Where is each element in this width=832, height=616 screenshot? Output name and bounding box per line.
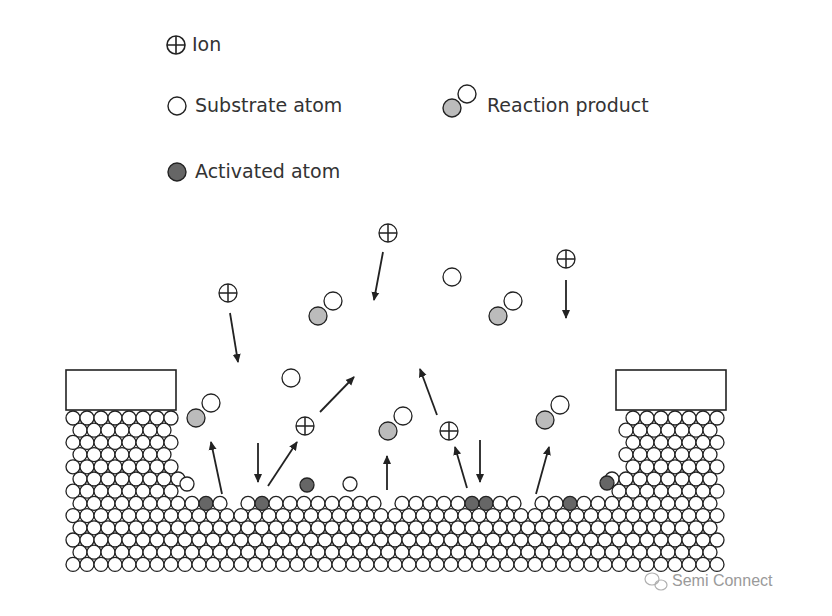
substrate-atom xyxy=(472,557,486,571)
motion-arrows xyxy=(211,252,566,494)
substrate-atom xyxy=(486,557,500,571)
ion xyxy=(557,250,575,268)
substrate-atom xyxy=(612,557,626,571)
substrate-atom xyxy=(584,557,598,571)
substrate-atom xyxy=(80,557,94,571)
substrate-atom xyxy=(290,557,304,571)
legend-label: Reaction product xyxy=(487,94,649,116)
substrate-atom xyxy=(164,557,178,571)
ion xyxy=(219,284,237,302)
ion-plus xyxy=(440,422,458,440)
substrate-atom xyxy=(304,557,318,571)
reaction-product-atom xyxy=(551,396,569,414)
substrate-atom xyxy=(710,557,724,571)
substrate-atom xyxy=(318,557,332,571)
activated-atom xyxy=(300,478,314,492)
reaction-product-atom xyxy=(394,407,412,425)
substrate-atom xyxy=(598,557,612,571)
legend-substrate-symbol xyxy=(168,97,186,115)
substrate-atom xyxy=(276,557,290,571)
substrate-atom xyxy=(178,557,192,571)
reaction-product-atom xyxy=(379,422,397,440)
substrate-atom xyxy=(136,557,150,571)
ion-plus xyxy=(296,417,314,435)
legend-product-symbol xyxy=(443,85,476,117)
substrate-atom xyxy=(556,557,570,571)
substrate-atom xyxy=(66,557,80,571)
substrate-atom xyxy=(94,557,108,571)
substrate-atom xyxy=(192,557,206,571)
substrate-atom xyxy=(458,557,472,571)
substrate-atom xyxy=(444,557,458,571)
substrate-atom xyxy=(570,557,584,571)
ion-plus xyxy=(379,224,397,242)
substrate-atom xyxy=(332,557,346,571)
substrate-atom xyxy=(696,557,710,571)
substrate-atom xyxy=(640,557,654,571)
reaction-product-atom xyxy=(504,292,522,310)
substrate-atom xyxy=(416,557,430,571)
substrate-atom xyxy=(150,557,164,571)
legend-activated-symbol xyxy=(168,163,186,181)
mask-block xyxy=(66,370,176,410)
substrate-atom xyxy=(626,557,640,571)
substrate-atom xyxy=(430,557,444,571)
substrate-atom xyxy=(500,557,514,571)
ion xyxy=(379,224,397,242)
mask-block xyxy=(616,370,726,410)
substrate-atom xyxy=(262,557,276,571)
substrate-atom xyxy=(122,557,136,571)
substrate-atom xyxy=(180,477,194,491)
substrate-atom xyxy=(374,557,388,571)
reaction-product-atom xyxy=(536,411,554,429)
reaction-product-atom xyxy=(324,292,342,310)
ion-plus xyxy=(557,250,575,268)
watermark: Semi Connect xyxy=(672,572,773,590)
legend-label: Ion xyxy=(192,33,221,55)
reaction-product-atom xyxy=(187,409,205,427)
plasma-particles xyxy=(187,224,575,440)
substrate-atom xyxy=(402,557,416,571)
substrate-atom xyxy=(346,557,360,571)
substrate-atom xyxy=(108,557,122,571)
substrate-lattice xyxy=(66,411,724,571)
substrate-atom xyxy=(234,557,248,571)
reaction-product-atom xyxy=(202,394,220,412)
free-substrate-atom xyxy=(443,268,461,286)
substrate-atom xyxy=(654,557,668,571)
substrate-atom xyxy=(343,477,357,491)
substrate-atom xyxy=(220,557,234,571)
substrate-atom xyxy=(542,557,556,571)
activated-atom xyxy=(600,476,614,490)
ion-plus xyxy=(219,284,237,302)
reaction-product-atom xyxy=(309,307,327,325)
ion xyxy=(440,422,458,440)
substrate-atom xyxy=(206,557,220,571)
watermark-icon xyxy=(645,573,667,590)
legend-ion-symbol xyxy=(167,36,185,54)
substrate-atom xyxy=(388,557,402,571)
legend-label: Activated atom xyxy=(195,160,340,182)
substrate-atom xyxy=(528,557,542,571)
substrate-atom xyxy=(514,557,528,571)
substrate-atom xyxy=(248,557,262,571)
free-substrate-atom xyxy=(282,369,300,387)
substrate-atom xyxy=(360,557,374,571)
legend-label: Substrate atom xyxy=(195,94,342,116)
ion xyxy=(296,417,314,435)
substrate-atom xyxy=(668,557,682,571)
substrate-atom xyxy=(682,557,696,571)
reaction-product-atom xyxy=(489,307,507,325)
